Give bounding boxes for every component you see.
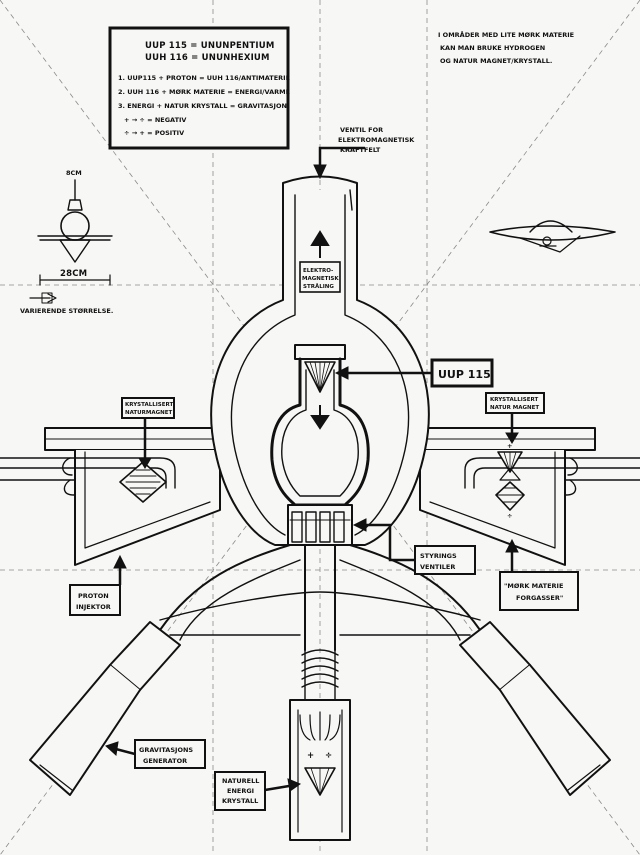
left-natural-magnet (119, 461, 167, 503)
legend-def-2: UUH 116 = UNUNHEXIUM (145, 53, 270, 63)
callout-uup (334, 358, 494, 388)
scale-size-label: VARIERENDE STØRRELSE. (20, 307, 113, 315)
proton-label: PROTON INJEKTOR (76, 592, 111, 611)
legend-rule-2: 2. UUH 116 + MØRK MATERIE = ENERGI/VARME (118, 88, 290, 96)
svg-text:KRYSTALL: KRYSTALL (222, 797, 258, 805)
svg-text:INJEKTOR: INJEKTOR (76, 603, 111, 611)
svg-text:ELEKTRO-: ELEKTRO- (303, 268, 333, 274)
uup-crystal (304, 361, 336, 393)
legend-rule-1: 1. UUP115 + PROTON = UUH 116/ANTIMATERIE (118, 74, 290, 82)
legend-charge-2: ÷ → + = POSITIV (124, 129, 184, 137)
plus-symbol-right-top: + (507, 442, 512, 450)
legend-rule-3: 3. ENERGI + NATUR KRYSTALL = GRAVITASJON (118, 102, 287, 110)
svg-text:KRYSTALLISERT: KRYSTALLISERT (490, 397, 538, 403)
gravity-label: GRAVITASJONS GENERATOR (139, 746, 193, 765)
legend-charge-1: + → ÷ = NEGATIV (124, 116, 186, 124)
svg-text:PROTON: PROTON (78, 592, 109, 600)
callout-right-magnet (485, 392, 545, 444)
uup-label: UUP 115 (438, 368, 491, 381)
inner-chamber (270, 344, 370, 507)
right-wing (419, 449, 640, 566)
svg-text:KRYSTALLISERT: KRYSTALLISERT (125, 402, 173, 408)
divide-symbol-right: ÷ (507, 512, 512, 520)
dark-matter-label: "MØRK MATERIE FORGASSER" (504, 582, 563, 602)
svg-text:GENERATOR: GENERATOR (143, 757, 187, 765)
plus-symbol-bottom: + (307, 751, 314, 761)
callout-proton (69, 554, 127, 616)
svg-text:VENTIL FOR: VENTIL FOR (340, 126, 383, 134)
right-magnet-label: KRYSTALLISERT NATUR MAGNET (490, 397, 539, 411)
scale-width-label: 28CM (60, 269, 87, 279)
note-line-1: I OMRÅDER MED LITE MØRK MATERIE (438, 30, 574, 39)
svg-text:"MØRK MATERIE: "MØRK MATERIE (504, 582, 563, 590)
left-magnet-label: KRYSTALLISERT NATURMAGNET (125, 402, 173, 416)
down-arrow (310, 405, 330, 430)
scale-sketch (29, 179, 113, 304)
note-line-2: KAN MAN BRUKE HYDROGEN (440, 44, 545, 52)
crystal-label: NATURELL ENERGI KRYSTALL (222, 777, 259, 805)
bottom-column (289, 649, 351, 841)
callout-valve (313, 146, 365, 180)
callout-crystal (214, 771, 302, 811)
steering-valves (287, 504, 353, 546)
steering-label: STYRINGS VENTILER (420, 552, 457, 571)
svg-text:KRAFTFELT: KRAFTFELT (340, 146, 381, 154)
radiation-label: ELEKTRO- MAGNETISK STRÅLING (302, 268, 339, 290)
svg-text:NATURMAGNET: NATURMAGNET (125, 410, 172, 416)
valve-label: VENTIL FOR ELEKTROMAGNETISK KRAFTFELT (338, 126, 415, 154)
callout-gravity (105, 739, 206, 769)
radiation-label-box (299, 261, 341, 293)
left-gravity-generator (29, 621, 181, 796)
svg-text:NATUR MAGNET: NATUR MAGNET (490, 405, 539, 411)
svg-text:ELEKTROMAGNETISK: ELEKTROMAGNETISK (338, 136, 415, 144)
callout-left-magnet (121, 397, 175, 469)
svg-text:ENERGI: ENERGI (227, 787, 254, 795)
right-natural-magnet (495, 451, 525, 511)
ufo-sketch (489, 220, 616, 253)
dark-matter-note: I OMRÅDER MED LITE MØRK MATERIE KAN MAN … (438, 30, 574, 65)
up-arrow (310, 230, 330, 258)
note-line-3: OG NATUR MAGNET/KRYSTALL. (440, 57, 552, 65)
svg-text:STRÅLING: STRÅLING (303, 283, 334, 290)
svg-text:STYRINGS: STYRINGS (420, 552, 457, 560)
divide-symbol-bottom: ÷ (325, 751, 332, 761)
legend-def-1: UUP 115 = UNUNPENTIUM (145, 41, 274, 51)
left-wing (0, 449, 221, 566)
scale-top-label: 8CM (66, 169, 82, 177)
callout-steering (352, 518, 476, 575)
right-gravity-generator (459, 621, 611, 796)
svg-text:MAGNETISK: MAGNETISK (302, 276, 339, 282)
svg-text:VENTILER: VENTILER (420, 563, 455, 571)
formula-legend: UUP 115 = UNUNPENTIUM UUH 116 = UNUNHEXI… (108, 26, 290, 150)
svg-text:NATURELL: NATURELL (222, 777, 259, 785)
svg-text:FORGASSER": FORGASSER" (516, 594, 563, 602)
callout-dark-matter (499, 538, 579, 611)
svg-text:GRAVITASJONS: GRAVITASJONS (139, 746, 193, 754)
